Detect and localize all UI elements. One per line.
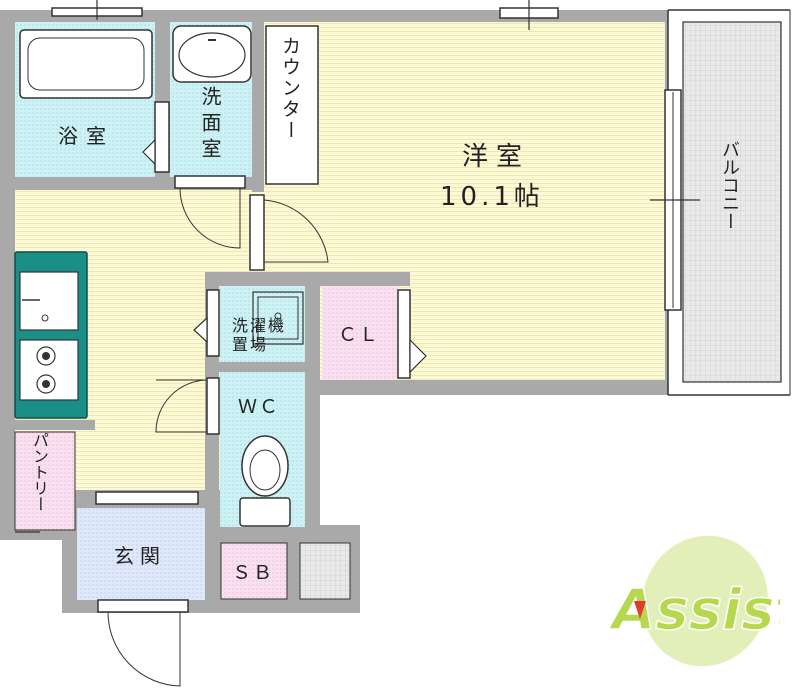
stove — [19, 339, 79, 401]
pantry-label: パントリー — [30, 432, 49, 512]
bath-label: 浴室 — [58, 124, 114, 148]
laundry-pan — [252, 291, 304, 345]
wall-wc-right — [305, 286, 320, 526]
entrance-step — [95, 491, 199, 505]
wall-bath-bottom — [15, 177, 173, 189]
washroom-label: 洗面室 — [198, 86, 222, 164]
entrance-door — [97, 599, 189, 613]
bath-door — [154, 101, 170, 173]
kitchen-sink — [19, 271, 79, 331]
laundry-floor — [220, 286, 305, 362]
wall-kitchen-bottom — [0, 420, 95, 430]
wc-door-swing — [155, 379, 208, 433]
svg-text:Assist: Assist — [610, 578, 780, 643]
closet-floor — [322, 286, 398, 380]
laundry-label: 洗濯機置場 — [232, 316, 287, 354]
toilet-tank — [239, 497, 291, 527]
room-door-swing — [263, 199, 329, 263]
western-room-label: 洋室 — [462, 142, 531, 172]
basin-bowl — [178, 32, 246, 78]
wall-mid-block — [205, 272, 410, 286]
balcony-floor — [682, 21, 782, 383]
meter-box — [299, 542, 351, 600]
washroom-door — [174, 175, 246, 189]
assist-logo: Assist — [610, 535, 780, 667]
counter-label: カウンター — [279, 36, 301, 141]
entrance-label: 玄関 — [114, 544, 166, 568]
burner-2 — [36, 374, 56, 394]
shoe-box — [220, 542, 288, 600]
room-door — [249, 194, 265, 271]
wall-laundry-bottom — [205, 362, 320, 372]
western-room-size: 10.1帖 — [440, 182, 544, 212]
burner-1 — [36, 346, 56, 366]
closet-door — [397, 289, 411, 379]
bathtub-inner — [27, 37, 145, 91]
pantry-floor — [14, 431, 76, 531]
wc-door — [206, 377, 220, 435]
entrance-floor — [77, 508, 205, 600]
counter — [265, 25, 319, 185]
entrance-door-swing — [107, 611, 181, 687]
wall-wash-right — [252, 22, 264, 192]
washroom-door-swing — [179, 187, 241, 249]
closet-label: ＣＬ — [338, 324, 381, 346]
shoe-box-label: ＳＢ — [232, 562, 275, 584]
laundry-door — [206, 289, 220, 357]
toilet-label: ＷＣ — [238, 396, 281, 418]
balcony-label: バルコニー — [719, 140, 740, 230]
